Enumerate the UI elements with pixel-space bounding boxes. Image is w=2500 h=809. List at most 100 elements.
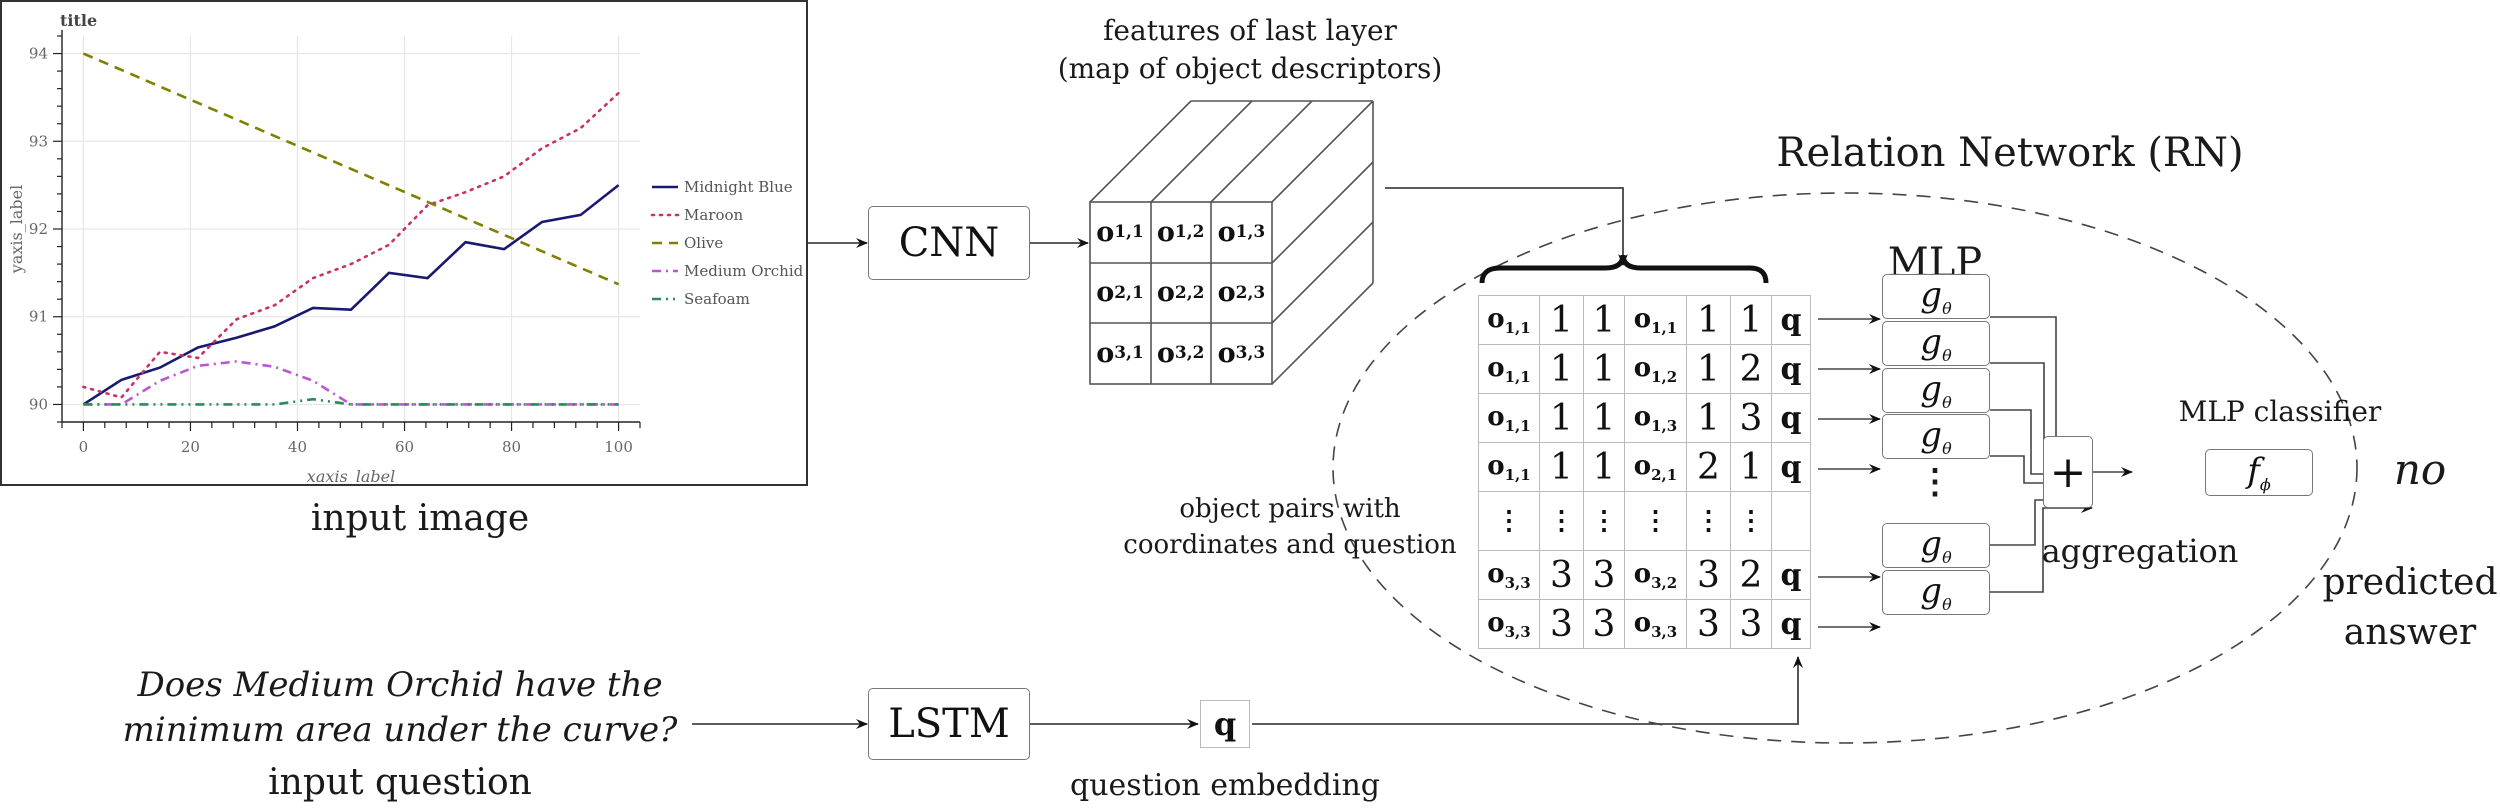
aggregation-sum-symbol: + [2049,446,2087,498]
table-cell: q [1771,442,1811,492]
table-cell: 1 [1686,295,1731,345]
cnn-block: CNN [868,206,1030,280]
table-cell: 3 [1539,550,1584,600]
legend-label: Seafoam [684,290,750,308]
table-cell: 1 [1730,442,1772,492]
g-theta-label: gθ [1920,524,1952,567]
arrow-g6-to-sum [1990,503,2093,593]
series-line-olive [82,52,620,286]
input-image-caption: input image [310,498,530,539]
table-cell: 3 [1730,393,1772,443]
y-tick-label: 94 [29,45,48,63]
table-cell: 3 [1686,550,1731,600]
y-tick-label: 93 [29,132,48,150]
table-cell: 1 [1730,295,1772,345]
table-cell: o3,2 [1624,550,1687,600]
table-cell: o1,1 [1478,295,1540,345]
g-theta-block: gθ [1882,321,1990,366]
series-line-seafoam [83,397,619,406]
predicted-answer: no [2393,445,2447,494]
table-cell: 1 [1539,295,1584,345]
table-cell: 1 [1583,344,1625,394]
table-cell: o1,1 [1478,344,1540,394]
f-phi-label: fϕ [2247,451,2271,494]
cnn-label: CNN [898,220,1000,266]
y-axis-label: yaxis_label [7,185,26,274]
series-line-maroon [82,91,620,399]
table-cell: o1,1 [1478,393,1540,443]
question-embedding-box: q [1200,700,1250,748]
question-embedding-symbol: q [1213,705,1237,743]
y-tick-label: 90 [29,395,48,413]
table-cell: o3,3 [1478,599,1540,649]
g-theta-label: gθ [1920,322,1952,365]
table-cell: o1,1 [1478,442,1540,492]
x-tick-label: 20 [181,438,200,456]
table-cell: q [1771,295,1811,345]
table-cell: 3 [1686,599,1731,649]
table-cell: 1 [1686,393,1731,443]
table-cell: q [1771,344,1811,394]
lstm-label: LSTM [888,701,1010,747]
x-tick-label: 100 [604,438,633,456]
table-cell: 1 [1539,393,1584,443]
object-pairs-caption-line2: coordinates and question [1123,530,1457,560]
input-question-line2: minimum area under the curve? [122,710,678,750]
aggregation-sum-block: + [2043,436,2093,508]
table-cell: ⋮ [1624,491,1687,551]
arrow-q-to-table [1252,656,1803,725]
table-cell: 1 [1539,442,1584,492]
y-tick-label: 91 [29,308,48,326]
table-cell: 2 [1686,442,1731,492]
table-cell: 1 [1686,344,1731,394]
table-cell: ⋮ [1478,491,1540,551]
g-theta-block: gθ [1882,523,1990,568]
x-tick-label: 40 [288,438,307,456]
table-cell: o1,1 [1624,295,1687,345]
table-cell: o3,3 [1624,599,1687,649]
y-tick-label: 92 [29,220,48,238]
g-theta-label: gθ [1920,571,1952,614]
table-cell [1771,491,1811,551]
table-cell: q [1771,550,1811,600]
x-axis-label: xaxis_label [307,467,395,484]
object-pairs-caption-line1: object pairs with [1179,494,1401,524]
features-caption-line2: (map of object descriptors) [1057,52,1443,85]
x-tick-label: 60 [395,438,414,456]
legend-label: Maroon [684,206,744,224]
x-tick-label: 80 [502,438,521,456]
legend-label: Midnight Blue [684,178,793,196]
table-cell: q [1771,393,1811,443]
table-cell: ⋮ [1730,491,1772,551]
table-cell: 1 [1583,393,1625,443]
table-cell: 1 [1539,344,1584,394]
table-cell: 2 [1730,550,1772,600]
lstm-block: LSTM [868,688,1030,760]
input-question-line1: Does Medium Orchid have the [137,665,663,705]
relation-network-boundary [1332,192,2358,744]
g-theta-block: gθ [1882,414,1990,459]
feature-map-cube [1089,100,1374,385]
pairs-brace [1479,254,1769,284]
g-theta-label: gθ [1920,275,1952,318]
table-cell: 1 [1583,295,1625,345]
table-cell: o3,3 [1478,550,1540,600]
legend-label: Medium Orchid [684,262,804,280]
classifier-f-phi-block: fϕ [2205,449,2313,496]
table-cell: o2,1 [1624,442,1687,492]
